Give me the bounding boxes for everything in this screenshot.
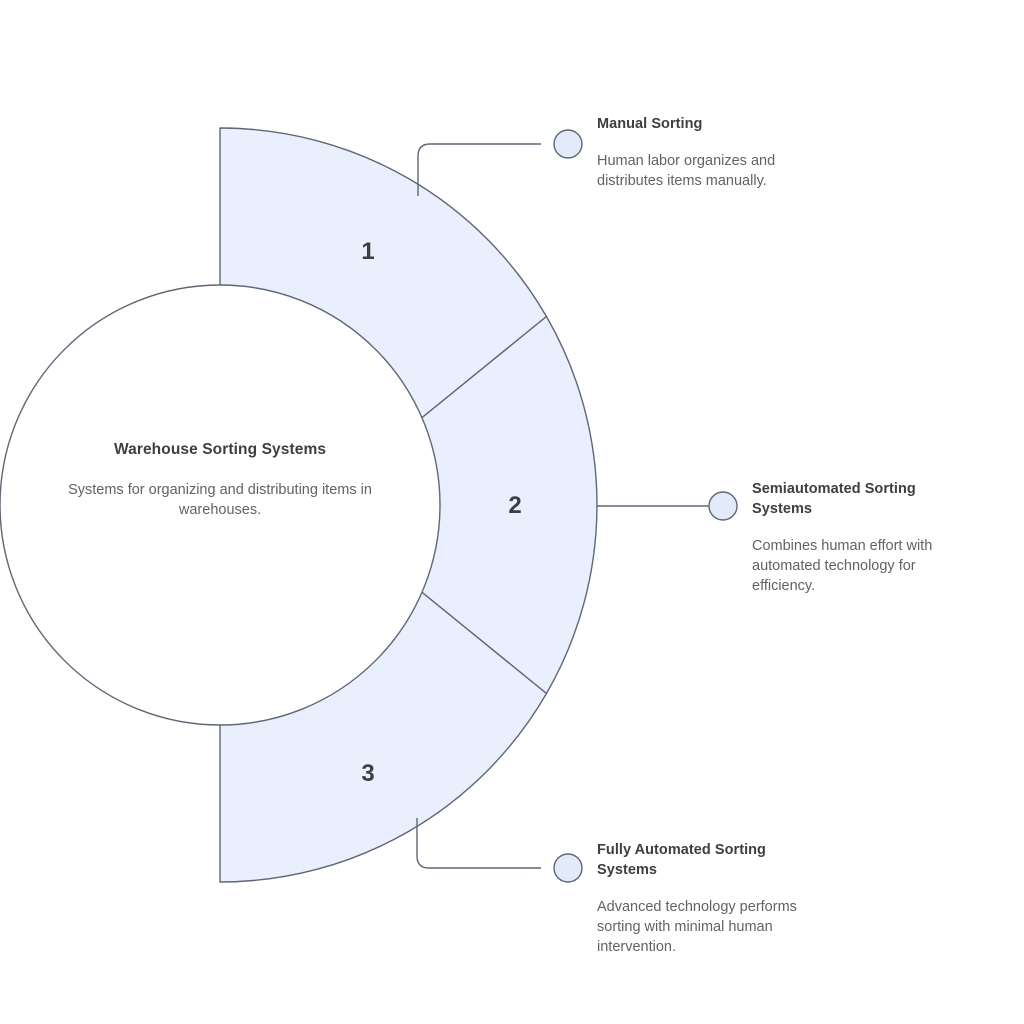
connector-line-1 bbox=[417, 143, 541, 196]
callout-1: Manual Sorting Human labor organizes and… bbox=[597, 114, 827, 191]
callout-3-description: Advanced technology performs sorting wit… bbox=[597, 899, 797, 955]
hub-description: Systems for organizing and distributing … bbox=[68, 482, 372, 518]
connector-marker-2[interactable] bbox=[708, 491, 738, 521]
segment-number-3: 3 bbox=[361, 760, 375, 787]
hub-text-block: Warehouse Sorting Systems Systems for or… bbox=[68, 440, 372, 520]
hub-circle bbox=[0, 284, 441, 726]
connector-marker-3[interactable] bbox=[553, 853, 583, 883]
connector-marker-1[interactable] bbox=[553, 129, 583, 159]
callout-2-title: Semiautomated Sorting Systems bbox=[752, 481, 916, 517]
callout-3: Fully Automated Sorting Systems Advanced… bbox=[597, 840, 815, 957]
callout-1-description: Human labor organizes and distributes it… bbox=[597, 153, 776, 189]
segment-number-2: 2 bbox=[508, 492, 522, 519]
callout-3-title: Fully Automated Sorting Systems bbox=[597, 842, 766, 878]
connector-line-3 bbox=[416, 818, 541, 869]
segment-number-1: 1 bbox=[361, 238, 375, 265]
callout-2: Semiautomated Sorting Systems Combines h… bbox=[752, 479, 976, 596]
hub-title: Warehouse Sorting Systems bbox=[113, 441, 327, 458]
callout-2-description: Combines human effort with automated tec… bbox=[752, 538, 933, 594]
callout-1-title: Manual Sorting bbox=[597, 116, 703, 132]
